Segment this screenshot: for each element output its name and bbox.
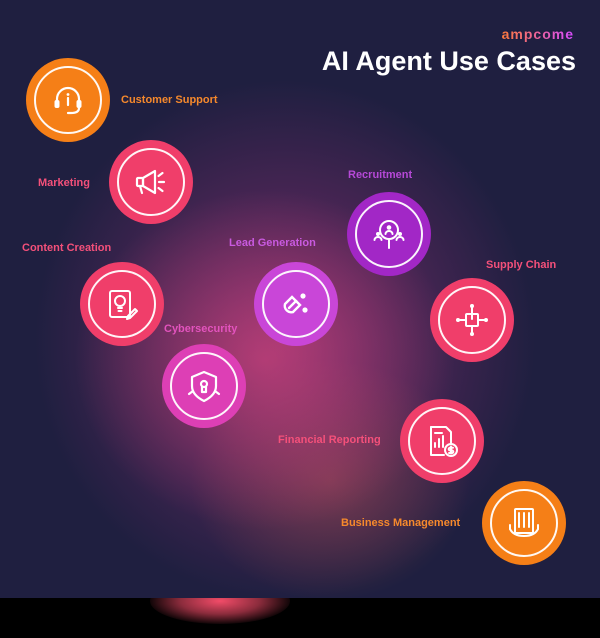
customer-support-circle — [26, 58, 110, 142]
marketing-circle — [109, 140, 193, 224]
brand-logo: ampcome — [501, 26, 574, 42]
marketing-label: Marketing — [38, 177, 90, 189]
network-box-icon — [456, 304, 488, 336]
page-title: AI Agent Use Cases — [321, 46, 576, 76]
megaphone-icon — [135, 169, 166, 195]
business-management-label: Business Management — [341, 517, 461, 529]
recruitment-label: Recruitment — [348, 169, 413, 181]
lead-generation-label: Lead Generation — [229, 237, 316, 249]
cybersecurity-label: Cybersecurity — [164, 323, 238, 335]
headset-icon — [54, 86, 82, 115]
financial-report-icon — [430, 426, 458, 457]
lead-generation-circle — [254, 262, 338, 346]
financial-reporting-circle — [400, 399, 484, 483]
shield-lock-icon — [187, 370, 221, 403]
supply-chain-label: Supply Chain — [486, 259, 557, 271]
content-creation-circle — [80, 262, 164, 346]
candidate-search-icon — [373, 220, 405, 249]
financial-reporting-label: Financial Reporting — [278, 434, 381, 446]
bottom-band — [0, 598, 600, 638]
idea-document-icon — [109, 290, 138, 320]
cybersecurity-circle — [162, 344, 246, 428]
supply-chain-circle — [430, 278, 514, 362]
business-management-circle — [482, 481, 566, 565]
bottom-glow — [150, 598, 290, 624]
recruitment-circle — [347, 192, 431, 276]
customer-support-label: Customer Support — [121, 94, 218, 106]
magnet-icon — [283, 293, 308, 314]
content-creation-label: Content Creation — [22, 242, 112, 254]
office-building-icon — [509, 508, 539, 537]
